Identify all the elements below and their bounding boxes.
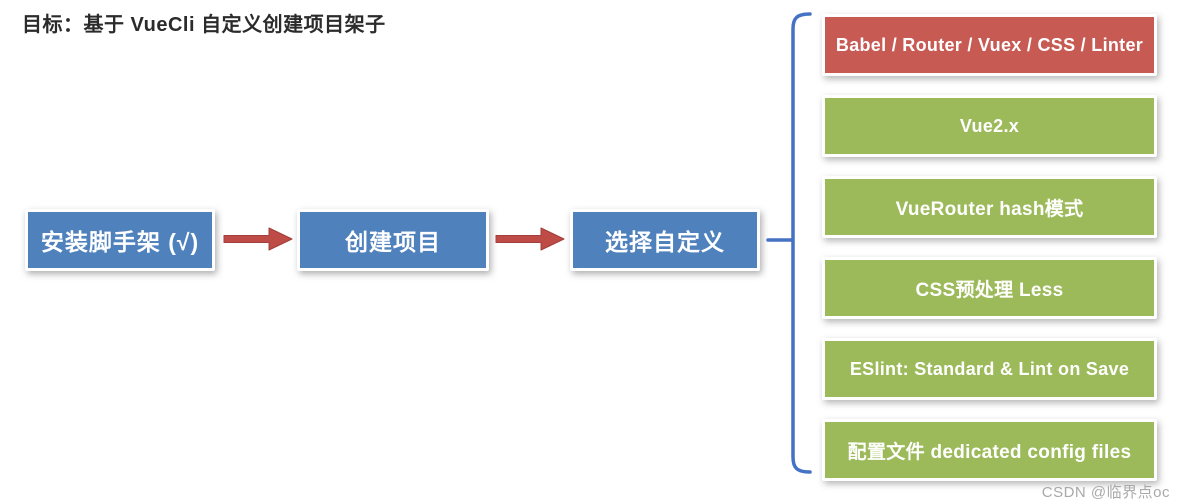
option-vuerouter-hash-mode: VueRouter hash模式 — [822, 176, 1157, 238]
page-title: 目标：基于 VueCli 自定义创建项目架子 — [22, 14, 386, 36]
option-label: Babel / Router / Vuex / CSS / Linter — [835, 34, 1144, 55]
option-label: VueRouter hash模式 — [895, 198, 1084, 220]
flow-step-label: 安装脚手架 (√) — [40, 229, 200, 255]
flow-step-select-custom: 选择自定义 — [570, 209, 760, 271]
flow-step-install-scaffold: 安装脚手架 (√) — [25, 209, 215, 271]
curly-brace-icon — [766, 12, 812, 474]
option-label: 配置文件 dedicated config files — [847, 441, 1132, 463]
option-css-preprocessor-less: CSS预处理 Less — [822, 257, 1157, 319]
option-label: CSS预处理 Less — [915, 279, 1064, 301]
option-eslint-standard-lint-on-save: ESlint: Standard & Lint on Save — [822, 338, 1157, 400]
option-babel-router-vuex-css-linter: Babel / Router / Vuex / CSS / Linter — [822, 14, 1157, 76]
watermark: CSDN @临界点oc — [1041, 484, 1170, 501]
right-arrow-icon — [223, 227, 293, 251]
flow-step-label: 选择自定义 — [605, 229, 725, 255]
option-label: ESlint: Standard & Lint on Save — [849, 358, 1130, 379]
option-dedicated-config-files: 配置文件 dedicated config files — [822, 419, 1157, 481]
right-arrow-icon — [495, 227, 565, 251]
flow-step-label: 创建项目 — [345, 229, 441, 255]
option-vue2x: Vue2.x — [822, 95, 1157, 157]
option-label: Vue2.x — [959, 115, 1020, 136]
flow-step-create-project: 创建项目 — [297, 209, 489, 271]
